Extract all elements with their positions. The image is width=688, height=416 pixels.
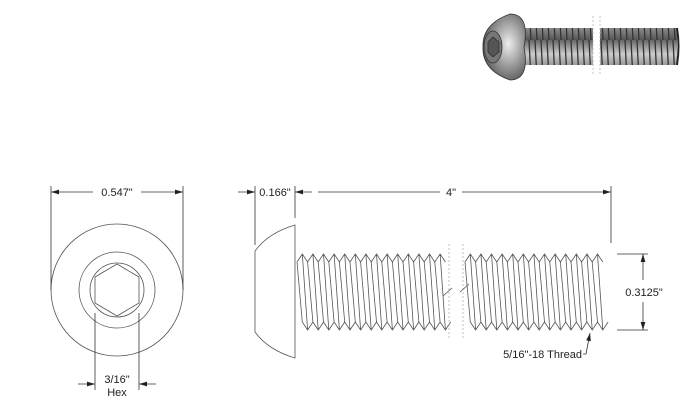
thread-diameter-label: 0.3125" [625,287,663,299]
thread-segment [296,253,452,331]
front-view [50,186,184,390]
length-label: 4" [446,187,456,199]
thread-segment [464,253,609,331]
hex-label: Hex [107,387,127,399]
head-diameter-label: 0.547" [101,187,133,199]
thread-profile [296,253,609,331]
thread-callout: 5/16"-18 Thread [503,349,582,361]
side-view [238,186,648,359]
head-height-label: 0.166" [259,187,291,199]
screw-render [482,13,680,81]
hex-size-label: 3/16" [104,374,129,386]
